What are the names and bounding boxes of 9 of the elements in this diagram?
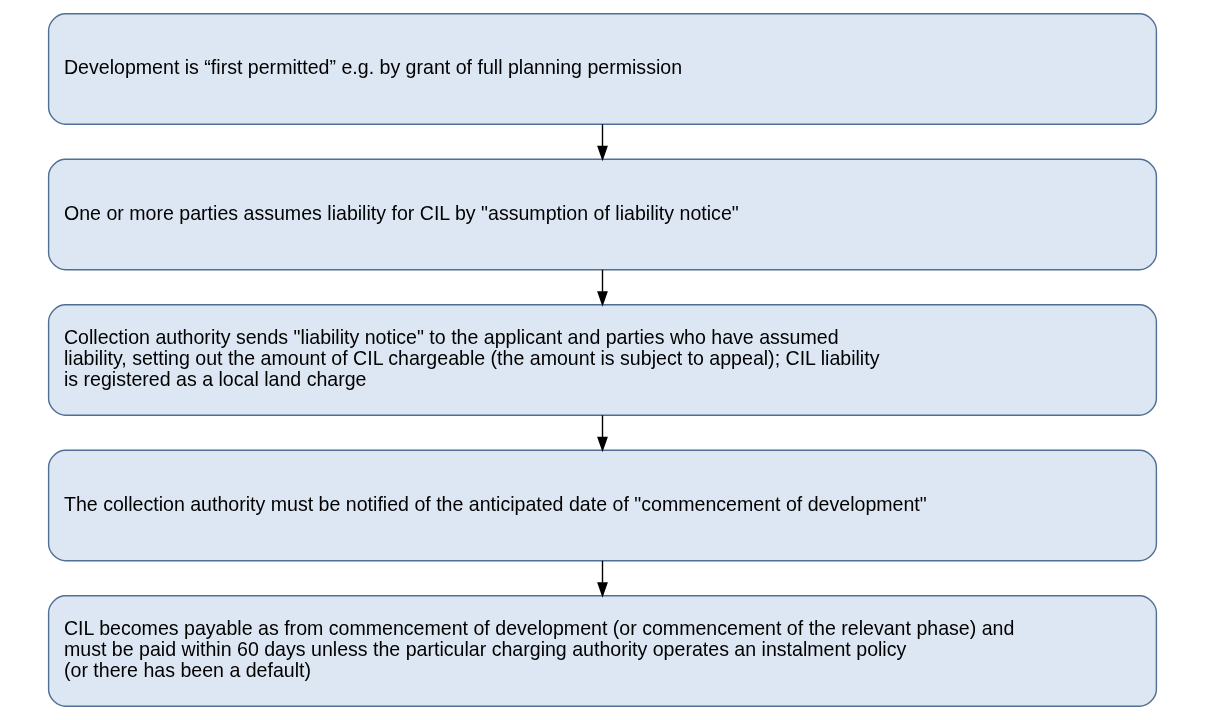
arrow [597, 269, 608, 307]
node-box: Collection authority sends "liability notice" to the applicant and parties who have assumed liability, setting out the amount of CIL chargeable (the amount is subject to appeal); CIL liability is registered as a local land charge [47, 304, 1158, 416]
node-box: One or more parties assumes liability for CIL by "assumption of liability notice" [47, 158, 1158, 271]
node-box: Development is “first permitted” e.g. by grant of full planning permission [47, 13, 1158, 125]
arrow [597, 560, 608, 598]
arrow [597, 414, 608, 453]
node-box: CIL becomes payable as from commencement of development (or commencement of the relevant phase) and must be paid within 60 days unless the particular charging authority operates an instalment policy (or there has been a default) [47, 595, 1158, 707]
arrow [597, 123, 608, 162]
node-box: The collection authority must be notified of the anticipated date of "commencement of development" [47, 449, 1158, 562]
